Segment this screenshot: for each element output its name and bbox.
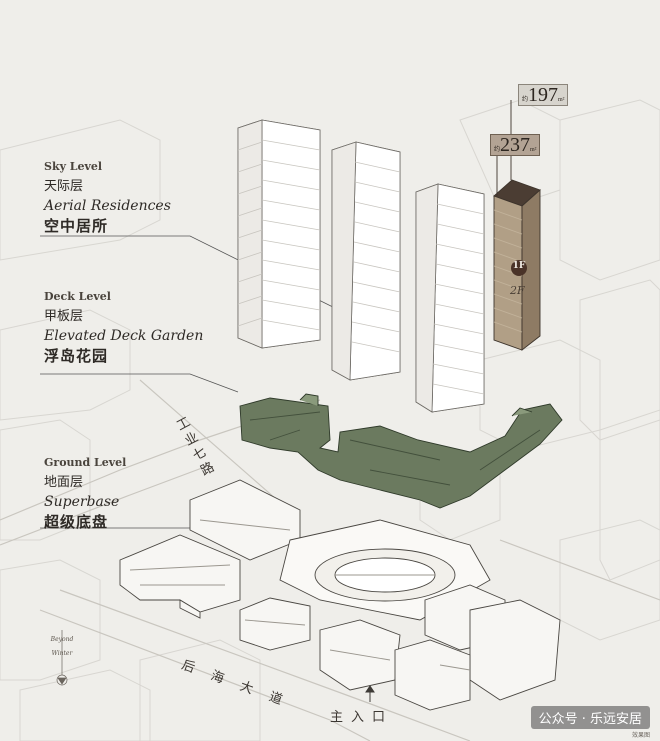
deck-level-label: Deck Level 甲板层 Elevated Deck Garden 浮岛花园 [44,290,203,366]
compass-line2: Winter [51,650,73,657]
ground-level-en: Ground Level [44,456,127,469]
tower-a-area-tag: 约 197 m² [518,84,569,106]
tower-a-area-value: 197 [528,84,559,106]
entrance-arrow [365,685,375,702]
sky-level-label: Sky Level 天际层 Aerial Residences 空中居所 [44,160,171,236]
ground-level-sub-cn: 超级底盘 [44,513,109,531]
deck-garden [239,393,563,509]
tower-b-area-unit: m² [530,147,537,153]
tower-1 [237,119,321,349]
tower-a-area-prefix: 约 [522,97,529,103]
floor-label: 2F [510,284,525,297]
tower-b-area-tag: 约 237 m² [490,134,541,156]
floor-mark: 1F [512,261,526,271]
highlighted-tower [493,100,541,351]
watermark: 公众号 · 乐远安居 [530,706,650,729]
render-note: 效果图 [631,732,650,739]
deck-level-sub-cn: 浮岛花园 [44,347,109,365]
ground-level [119,479,561,711]
sky-level-en: Sky Level [44,160,103,173]
ground-level-cn: 地面层 [44,475,84,490]
sky-level-sub-cn: 空中居所 [44,217,109,235]
sky-level-cn: 天际层 [44,179,84,194]
tower-2 [331,141,401,381]
compass-line1: Beyond [50,636,74,643]
main-entrance-text: 主入口 [330,710,394,725]
deck-level-cn: 甲板层 [44,309,84,324]
tower-b-area-value: 237 [500,134,531,156]
ground-level-sub-en: Superbase [44,494,120,510]
compass [56,630,68,686]
sky-level-sub-en: Aerial Residences [44,198,171,214]
ground-level-label: Ground Level 地面层 Superbase 超级底盘 [44,456,126,532]
tower-b-area-prefix: 约 [494,147,501,153]
tower-a-area-unit: m² [558,97,565,103]
watermark-text: 公众号 · 乐远安居 [538,712,642,727]
city-background [0,99,660,741]
deck-level-en: Deck Level [44,290,111,303]
deck-level-sub-en: Elevated Deck Garden [44,328,204,344]
main-entrance-label: 主入口 [330,706,393,725]
tower-3 [415,183,485,413]
